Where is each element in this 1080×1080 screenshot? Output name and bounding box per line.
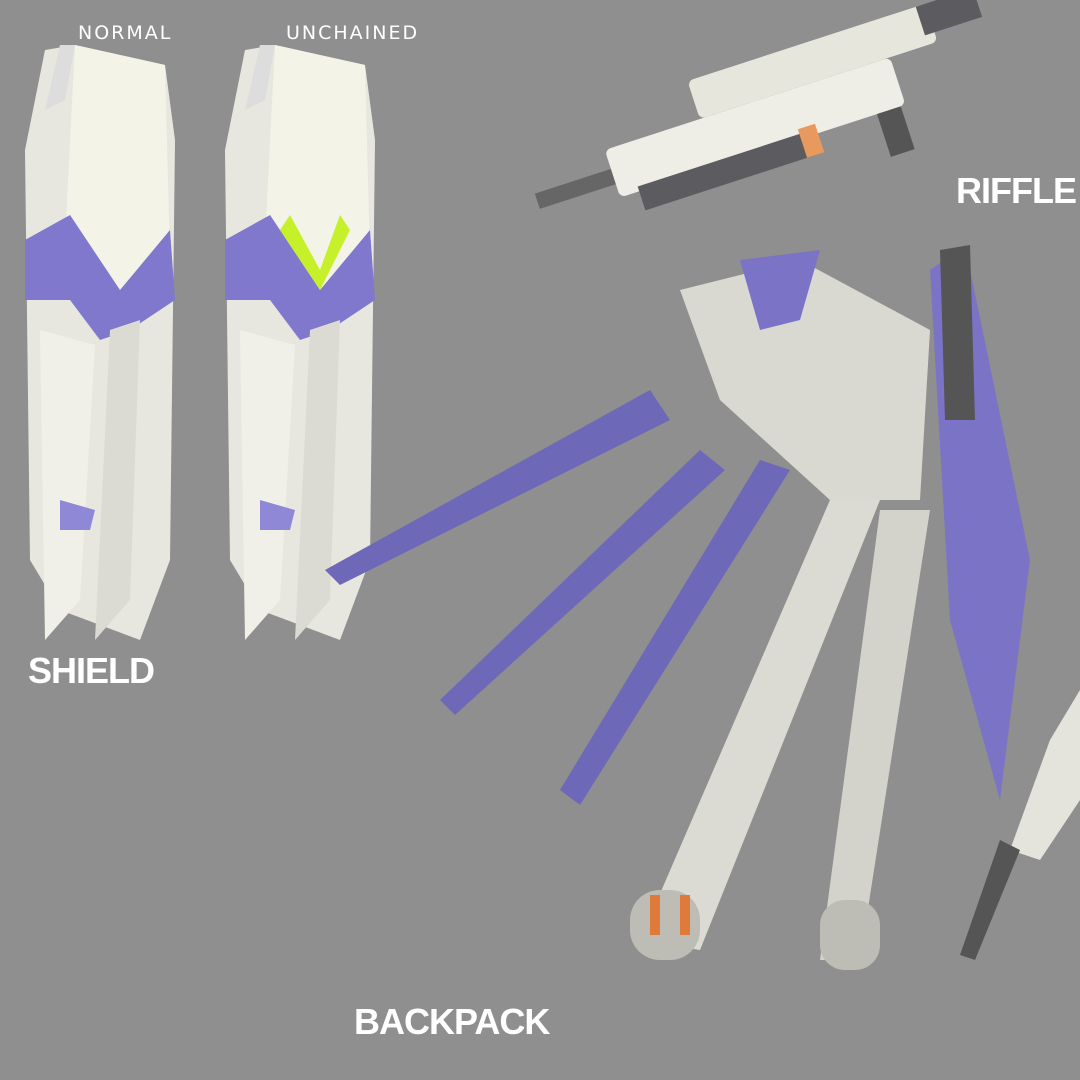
label-backpack: BACKPACK: [354, 1001, 550, 1042]
rifle: [534, 0, 983, 211]
label-normal: NORMAL: [78, 22, 173, 44]
label-shield: SHIELD: [28, 650, 155, 691]
backpack: [325, 245, 1080, 970]
shield-unchained: [225, 45, 375, 640]
label-riffle: RIFFLE: [956, 170, 1077, 211]
label-unchained: UNCHAINED: [286, 22, 420, 44]
shield-normal: [25, 45, 175, 640]
